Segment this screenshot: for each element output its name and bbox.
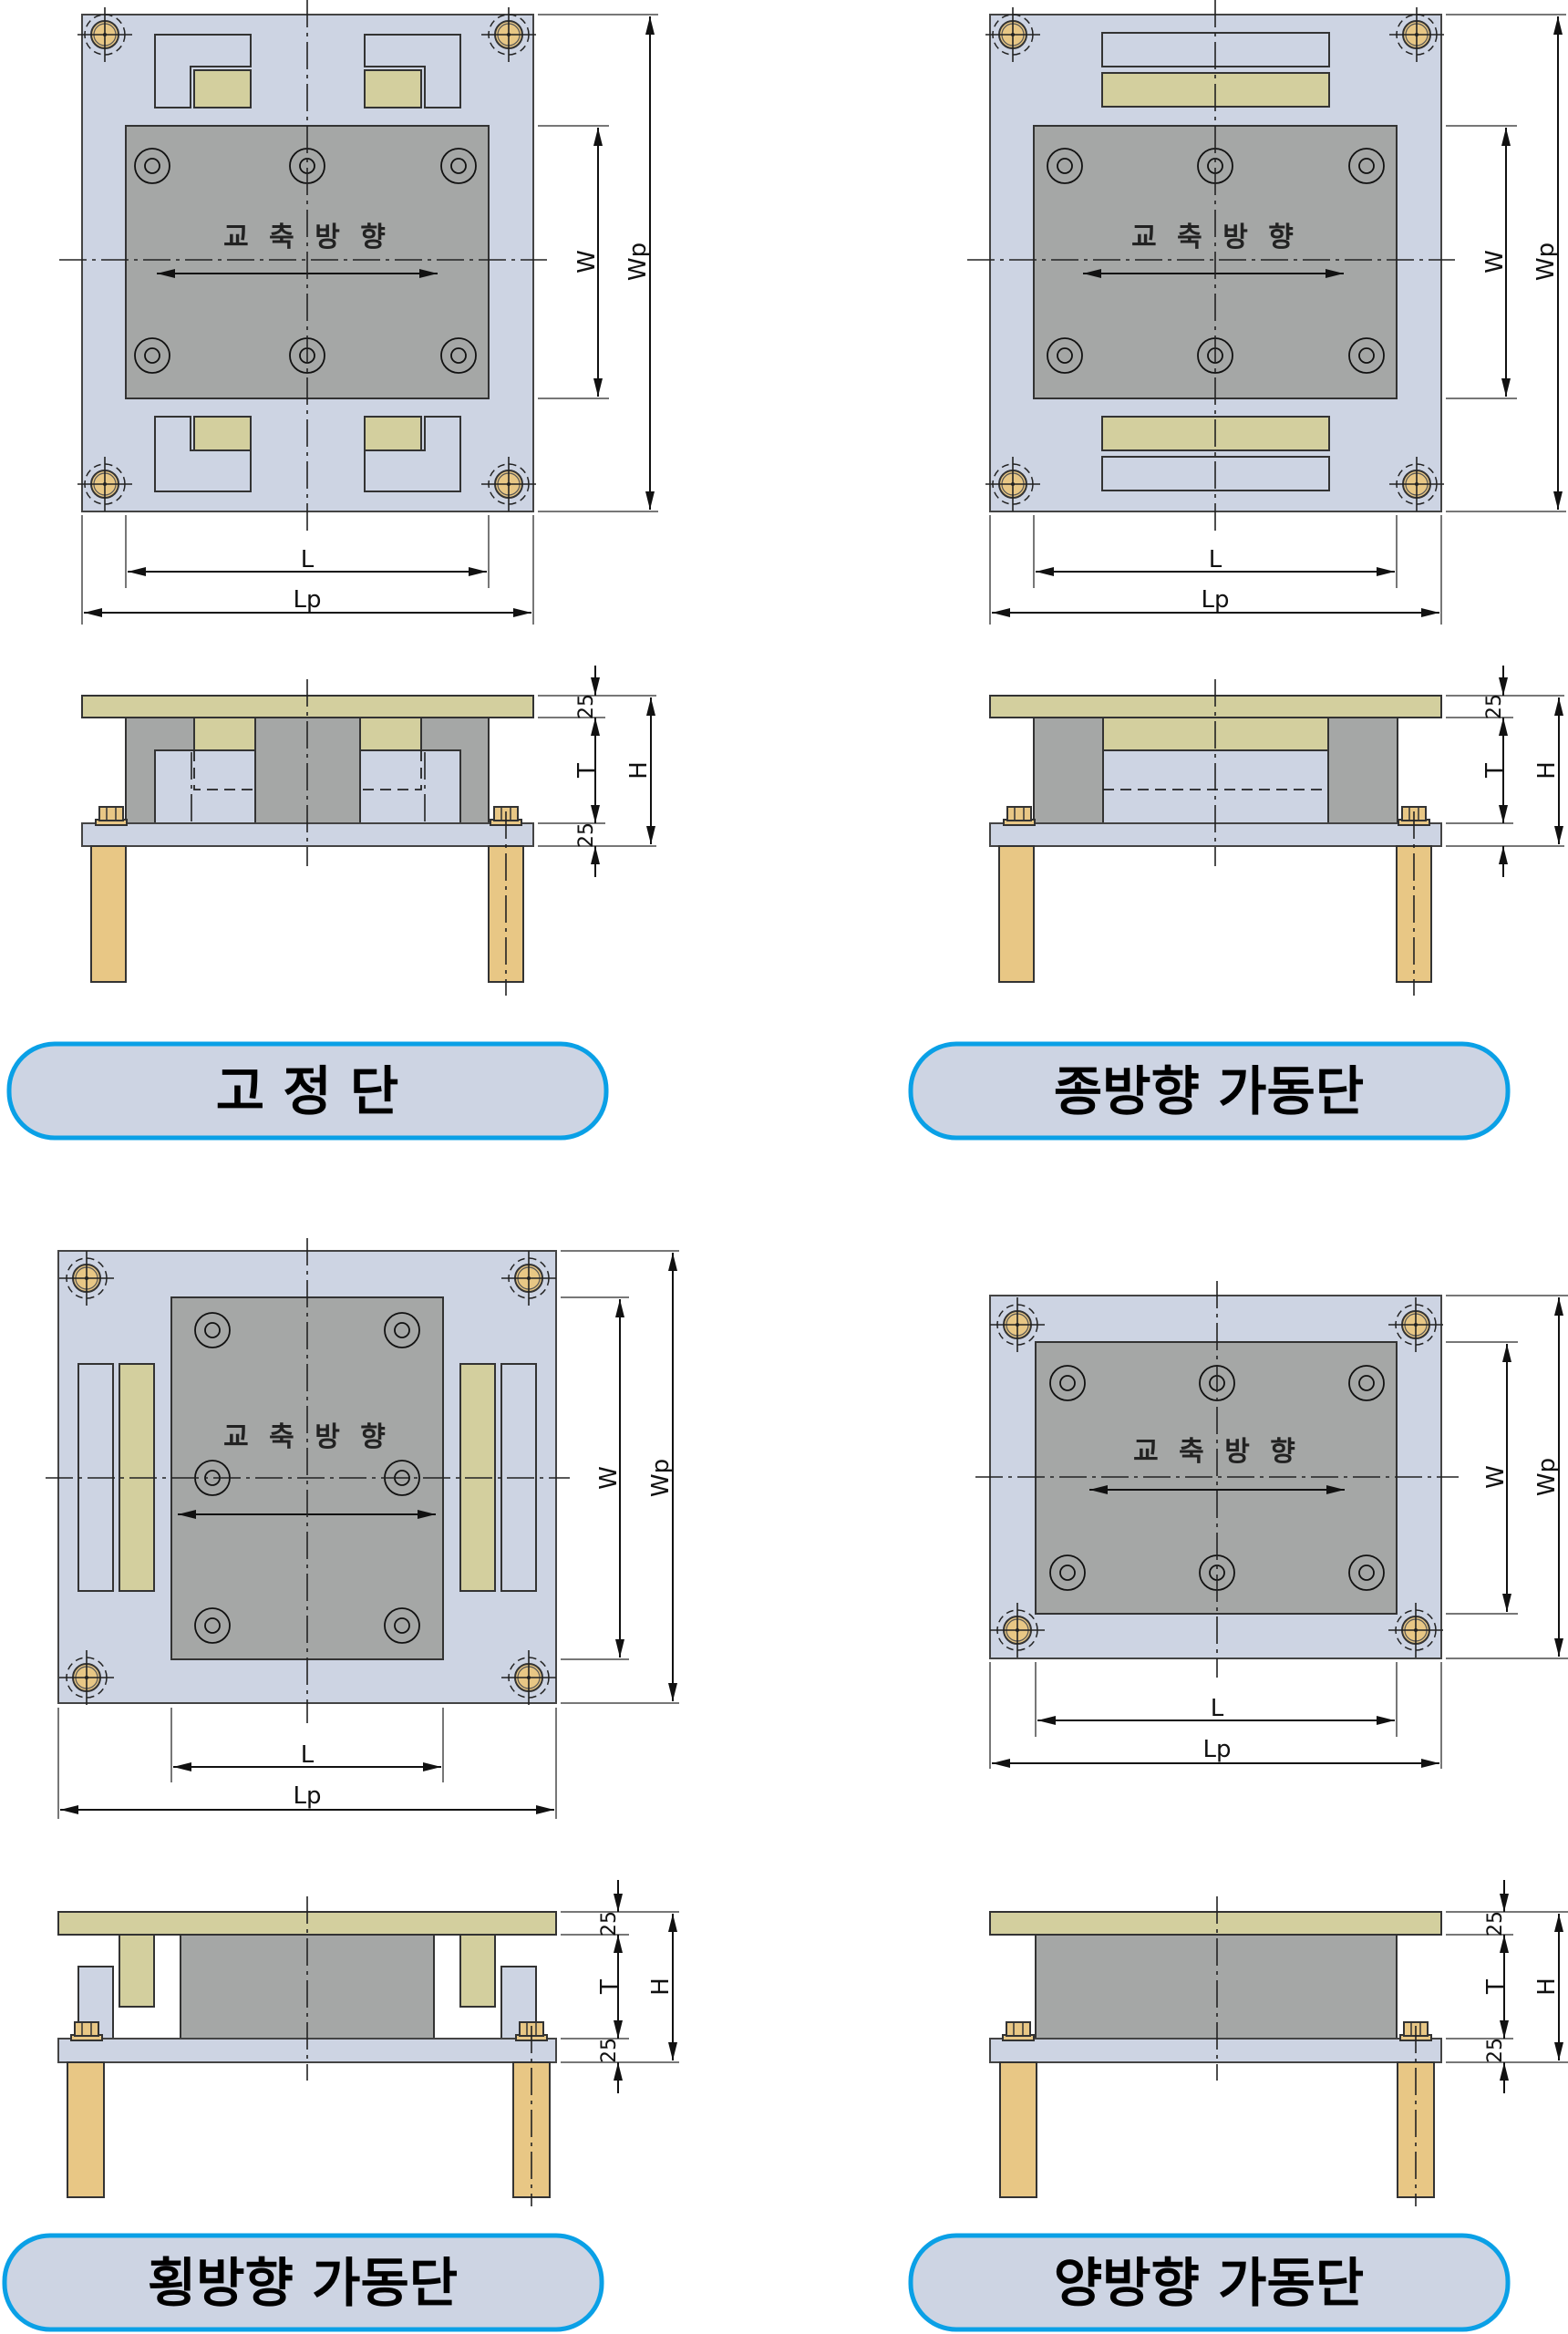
dim-H: H: [625, 761, 653, 780]
stopper-block: [154, 416, 252, 492]
panel-title: 종방향 가동단: [1054, 1060, 1364, 1122]
plan-view-bidirectional: 교 축 방 향 L Lp W Wp: [975, 1281, 1568, 1769]
stopper-key: [364, 416, 422, 451]
panel-title: 양방향 가동단: [1054, 2252, 1364, 2314]
dim-25-bottom: 25: [1484, 2038, 1507, 2063]
plan-view-transverse: 교 축 방 향 L Lp W Wp: [46, 1238, 679, 1819]
anchor-leg: [90, 845, 127, 983]
dim-L: L: [301, 546, 315, 573]
dim-25-bottom: 25: [575, 822, 598, 848]
dim-Wp: Wp: [1532, 243, 1560, 281]
dim-Wp: Wp: [1533, 1458, 1561, 1496]
dim-L: L: [301, 1741, 315, 1769]
dim-Wp: Wp: [624, 243, 652, 281]
dim-Lp: Lp: [1202, 586, 1230, 614]
label-pill-bidirectional: 양방향 가동단: [908, 2233, 1511, 2332]
direction-label: 교 축 방 향: [223, 1421, 391, 1453]
panel-bidirectional-movable: 교 축 방 향 L Lp W Wp: [908, 1281, 1568, 2332]
stopper-block: [154, 34, 252, 108]
dim-T: T: [1481, 763, 1509, 779]
label-pill-longitudinal: 종방향 가동단: [908, 1041, 1511, 1141]
stopper-block: [364, 34, 461, 108]
dim-H: H: [647, 1978, 675, 1996]
dim-W: W: [573, 250, 601, 274]
dim-W: W: [1482, 1465, 1510, 1489]
dim-25-top: 25: [1484, 1911, 1507, 1936]
plan-view-fixed: 교 축 방 향 L Lp W Wp: [59, 0, 658, 625]
dim-H: H: [1533, 1978, 1561, 1996]
elevation-view-longitudinal: 25 T H: [989, 666, 1564, 996]
plan-view-longitudinal: 교 축 방 향 L Lp W Wp: [967, 0, 1566, 625]
dim-L: L: [1209, 546, 1222, 573]
dim-T: T: [573, 763, 601, 779]
direction-label: 교 축 방 향: [1133, 1436, 1301, 1468]
dim-Lp: Lp: [294, 1782, 322, 1810]
panel-title: 고 정 단: [216, 1060, 398, 1122]
label-pill-fixed: 고 정 단: [6, 1041, 609, 1141]
dim-W: W: [1481, 250, 1509, 274]
dim-T: T: [596, 1979, 624, 1995]
panel-title: 횡방향 가동단: [148, 2252, 458, 2314]
stopper-key: [193, 416, 252, 451]
panel-longitudinal-movable: 교 축 방 향 L Lp W Wp: [908, 0, 1566, 1141]
dim-25-top: 25: [575, 694, 598, 719]
elevation-view-transverse: 25 T H 25: [57, 1880, 679, 2206]
dim-L: L: [1211, 1695, 1224, 1722]
dim-Lp: Lp: [1203, 1736, 1232, 1763]
dim-T: T: [1482, 1979, 1510, 1995]
elevation-view-bidirectional: 25 T H 25: [989, 1880, 1568, 2206]
elevation-view-fixed: 25 T H 25: [81, 666, 656, 996]
dim-25-top: 25: [1483, 694, 1506, 719]
panel-fixed: 교 축 방 향 L Lp W Wp: [6, 0, 658, 1141]
direction-label: 교 축 방 향: [1131, 222, 1299, 253]
panel-transverse-movable: 교 축 방 향 L Lp W Wp: [2, 1238, 679, 2332]
stopper-key: [364, 69, 422, 108]
direction-label: 교 축 방 향: [223, 222, 391, 253]
dim-Lp: Lp: [294, 586, 322, 614]
dim-25-top: 25: [598, 1911, 621, 1936]
label-pill-transverse: 횡방향 가동단: [2, 2233, 604, 2332]
stopper-block: [364, 416, 461, 492]
dim-Wp: Wp: [647, 1459, 675, 1497]
dim-25-bottom: 25: [598, 2038, 621, 2063]
dim-H: H: [1533, 761, 1561, 780]
stopper-key: [193, 69, 252, 108]
dim-W: W: [595, 1466, 623, 1490]
